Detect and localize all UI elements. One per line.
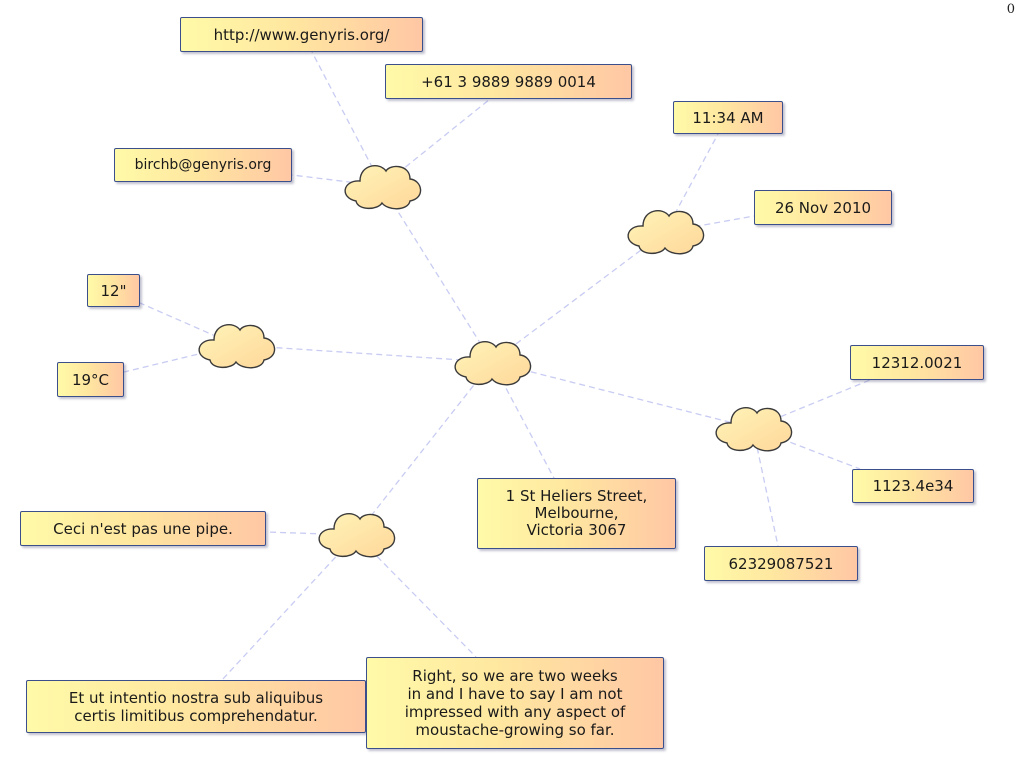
edge [491, 361, 754, 429]
node-address[interactable]: 1 St Heliers Street, Melbourne, Victoria… [477, 478, 676, 549]
node-scientific[interactable]: 1123.4e34 [852, 469, 974, 503]
node-date[interactable]: 26 Nov 2010 [754, 190, 892, 225]
cloud-node-numbers[interactable] [715, 407, 793, 452]
node-url[interactable]: http://www.genyris.org/ [180, 17, 423, 52]
cloud-node-center[interactable] [454, 341, 532, 386]
node-decimal[interactable]: 12312.0021 [850, 345, 984, 380]
node-latin[interactable]: Et ut intentio nostra sub aliquibus cert… [26, 680, 366, 733]
corner-label: 0 [1006, 2, 1015, 17]
node-moustache[interactable]: Right, so we are two weeks in and I have… [366, 657, 664, 749]
edge [355, 361, 493, 536]
node-integer[interactable]: 62329087521 [704, 546, 858, 581]
edge [752, 427, 861, 470]
edge [235, 344, 493, 363]
cloud-node-texts[interactable] [318, 513, 396, 558]
edge [311, 51, 383, 187]
node-phone[interactable]: +61 3 9889 9889 0014 [385, 64, 632, 99]
node-time[interactable]: 11:34 AM [673, 101, 783, 134]
edge [664, 133, 719, 233]
edge [221, 534, 357, 681]
cloud-node-measures[interactable] [198, 324, 276, 369]
edge [139, 302, 237, 346]
cloud-node-datetime[interactable] [627, 210, 705, 255]
edge [491, 231, 666, 363]
edge [355, 534, 477, 658]
edge [381, 185, 493, 363]
cloud-node-contacts[interactable] [344, 165, 422, 210]
node-pipe[interactable]: Ceci n'est pas une pipe. [20, 511, 266, 546]
node-email[interactable]: birchb@genyris.org [114, 148, 292, 182]
node-length[interactable]: 12" [87, 274, 140, 307]
node-temperature[interactable]: 19°C [57, 362, 124, 397]
